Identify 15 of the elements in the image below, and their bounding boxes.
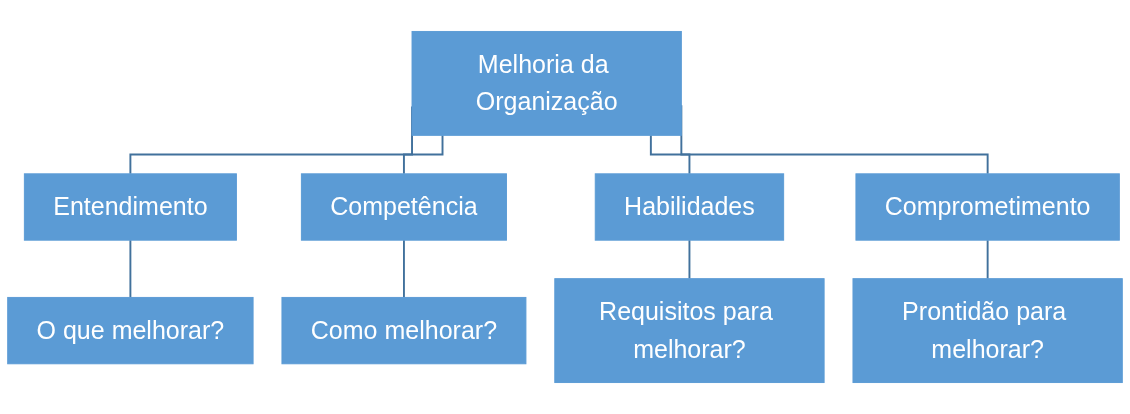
- node-box: O que melhorar?: [7, 296, 254, 365]
- node-box: Melhoria da Organização: [411, 30, 682, 136]
- connector: [402, 239, 405, 299]
- node-box: Habilidades: [594, 173, 785, 241]
- connector: [402, 134, 444, 175]
- node-box: Como melhorar?: [281, 296, 527, 365]
- connector: [649, 134, 691, 175]
- node-box: Competência: [300, 173, 507, 241]
- node-box: Prontidão para melhorar?: [852, 278, 1123, 384]
- node-box: Requisitos para melhorar?: [554, 278, 825, 384]
- connector: [688, 239, 691, 280]
- node-box: Comprometimento: [855, 173, 1120, 241]
- node-box: Entendimento: [23, 173, 237, 241]
- connector: [986, 239, 989, 280]
- connector: [129, 239, 132, 299]
